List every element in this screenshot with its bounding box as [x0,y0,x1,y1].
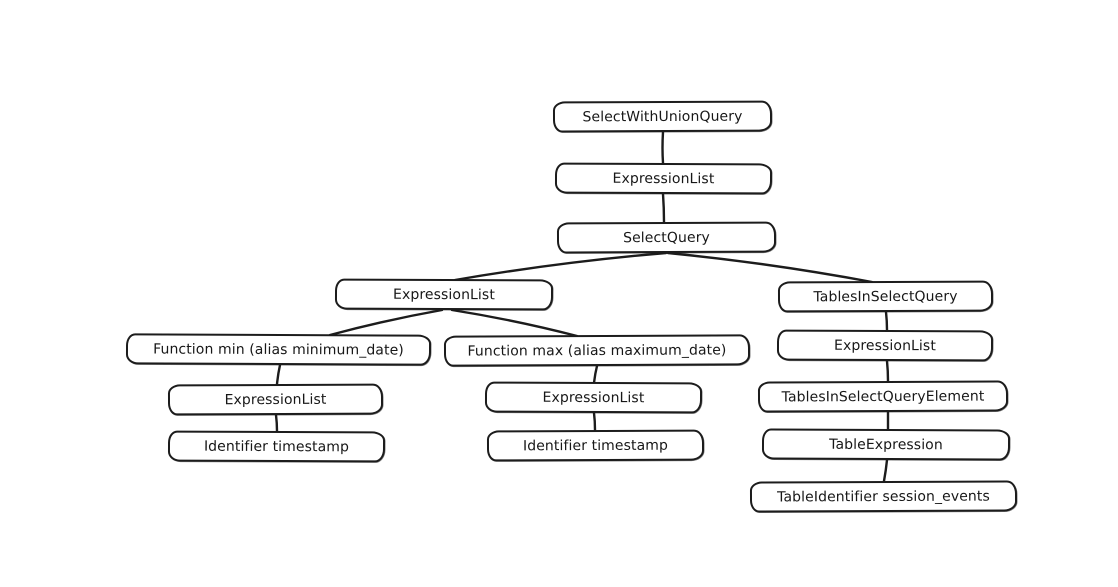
edge-tableexpression-tableidentifier [882,458,889,483]
edge-expressionlist-tableselement [885,359,890,383]
node-identifier-timestamp-max: Identifier timestamp [486,429,705,462]
edge-selectquery-tablesinselectquery [666,251,874,284]
node-table-identifier-session-events-label: TableIdentifier session_events [777,488,990,505]
node-function-max: Function max (alias maximum_date) [443,334,751,367]
edge-expressionlist-functionmax [450,308,579,338]
node-expression-list-top: ExpressionList [554,162,773,195]
node-expression-list-tables-label: ExpressionList [834,337,936,354]
node-tables-in-select-query: TablesInSelectQuery [777,280,994,313]
edge-expressionlist-functionmin [328,308,444,337]
node-function-min-label: Function min (alias minimum_date) [153,340,404,359]
node-expression-list-min-label: ExpressionList [224,391,327,408]
edge-expressionlist-identifiermin [274,413,279,433]
node-table-identifier-session-events: TableIdentifier session_events [749,480,1018,513]
node-select-with-union-query: SelectWithUnionQuery [552,100,773,133]
node-select-query: SelectQuery [556,221,777,254]
edge-functionmin-expressionlist [275,363,282,386]
node-identifier-timestamp-min-label: Identifier timestamp [203,438,350,455]
edge-expressionlist-identifiermax [592,411,597,432]
node-function-max-label: Function max (alias maximum_date) [467,341,727,360]
node-identifier-timestamp-min: Identifier timestamp [167,430,386,463]
node-expression-list-select-label: ExpressionList [393,286,495,303]
node-select-query-label: SelectQuery [623,229,710,246]
edge-unionquery-expressionlist [661,130,665,165]
node-expression-list-min: ExpressionList [167,383,384,416]
edge-functionmax-expressionlist [592,364,599,385]
node-tables-in-select-query-element-label: TablesInSelectQueryElement [781,388,985,405]
node-expression-list-max-label: ExpressionList [542,389,645,406]
node-table-expression: TableExpression [761,428,1011,461]
node-expression-list-max: ExpressionList [484,381,703,414]
node-expression-list-tables: ExpressionList [776,329,994,362]
edge-selectquery-expressionlist-left [453,251,668,282]
edge-tablesinselectquery-expressionlist [884,310,889,332]
node-function-min: Function min (alias minimum_date) [125,333,432,366]
node-tables-in-select-query-label: TablesInSelectQuery [813,288,958,305]
node-select-with-union-query-label: SelectWithUnionQuery [582,108,743,125]
node-table-expression-label: TableExpression [829,436,943,453]
node-tables-in-select-query-element: TablesInSelectQueryElement [757,380,1009,413]
node-identifier-timestamp-max-label: Identifier timestamp [522,437,669,454]
node-expression-list-top-label: ExpressionList [612,170,715,187]
edge-expressionlist-selectquery [661,192,666,224]
node-expression-list-select: ExpressionList [334,278,554,311]
